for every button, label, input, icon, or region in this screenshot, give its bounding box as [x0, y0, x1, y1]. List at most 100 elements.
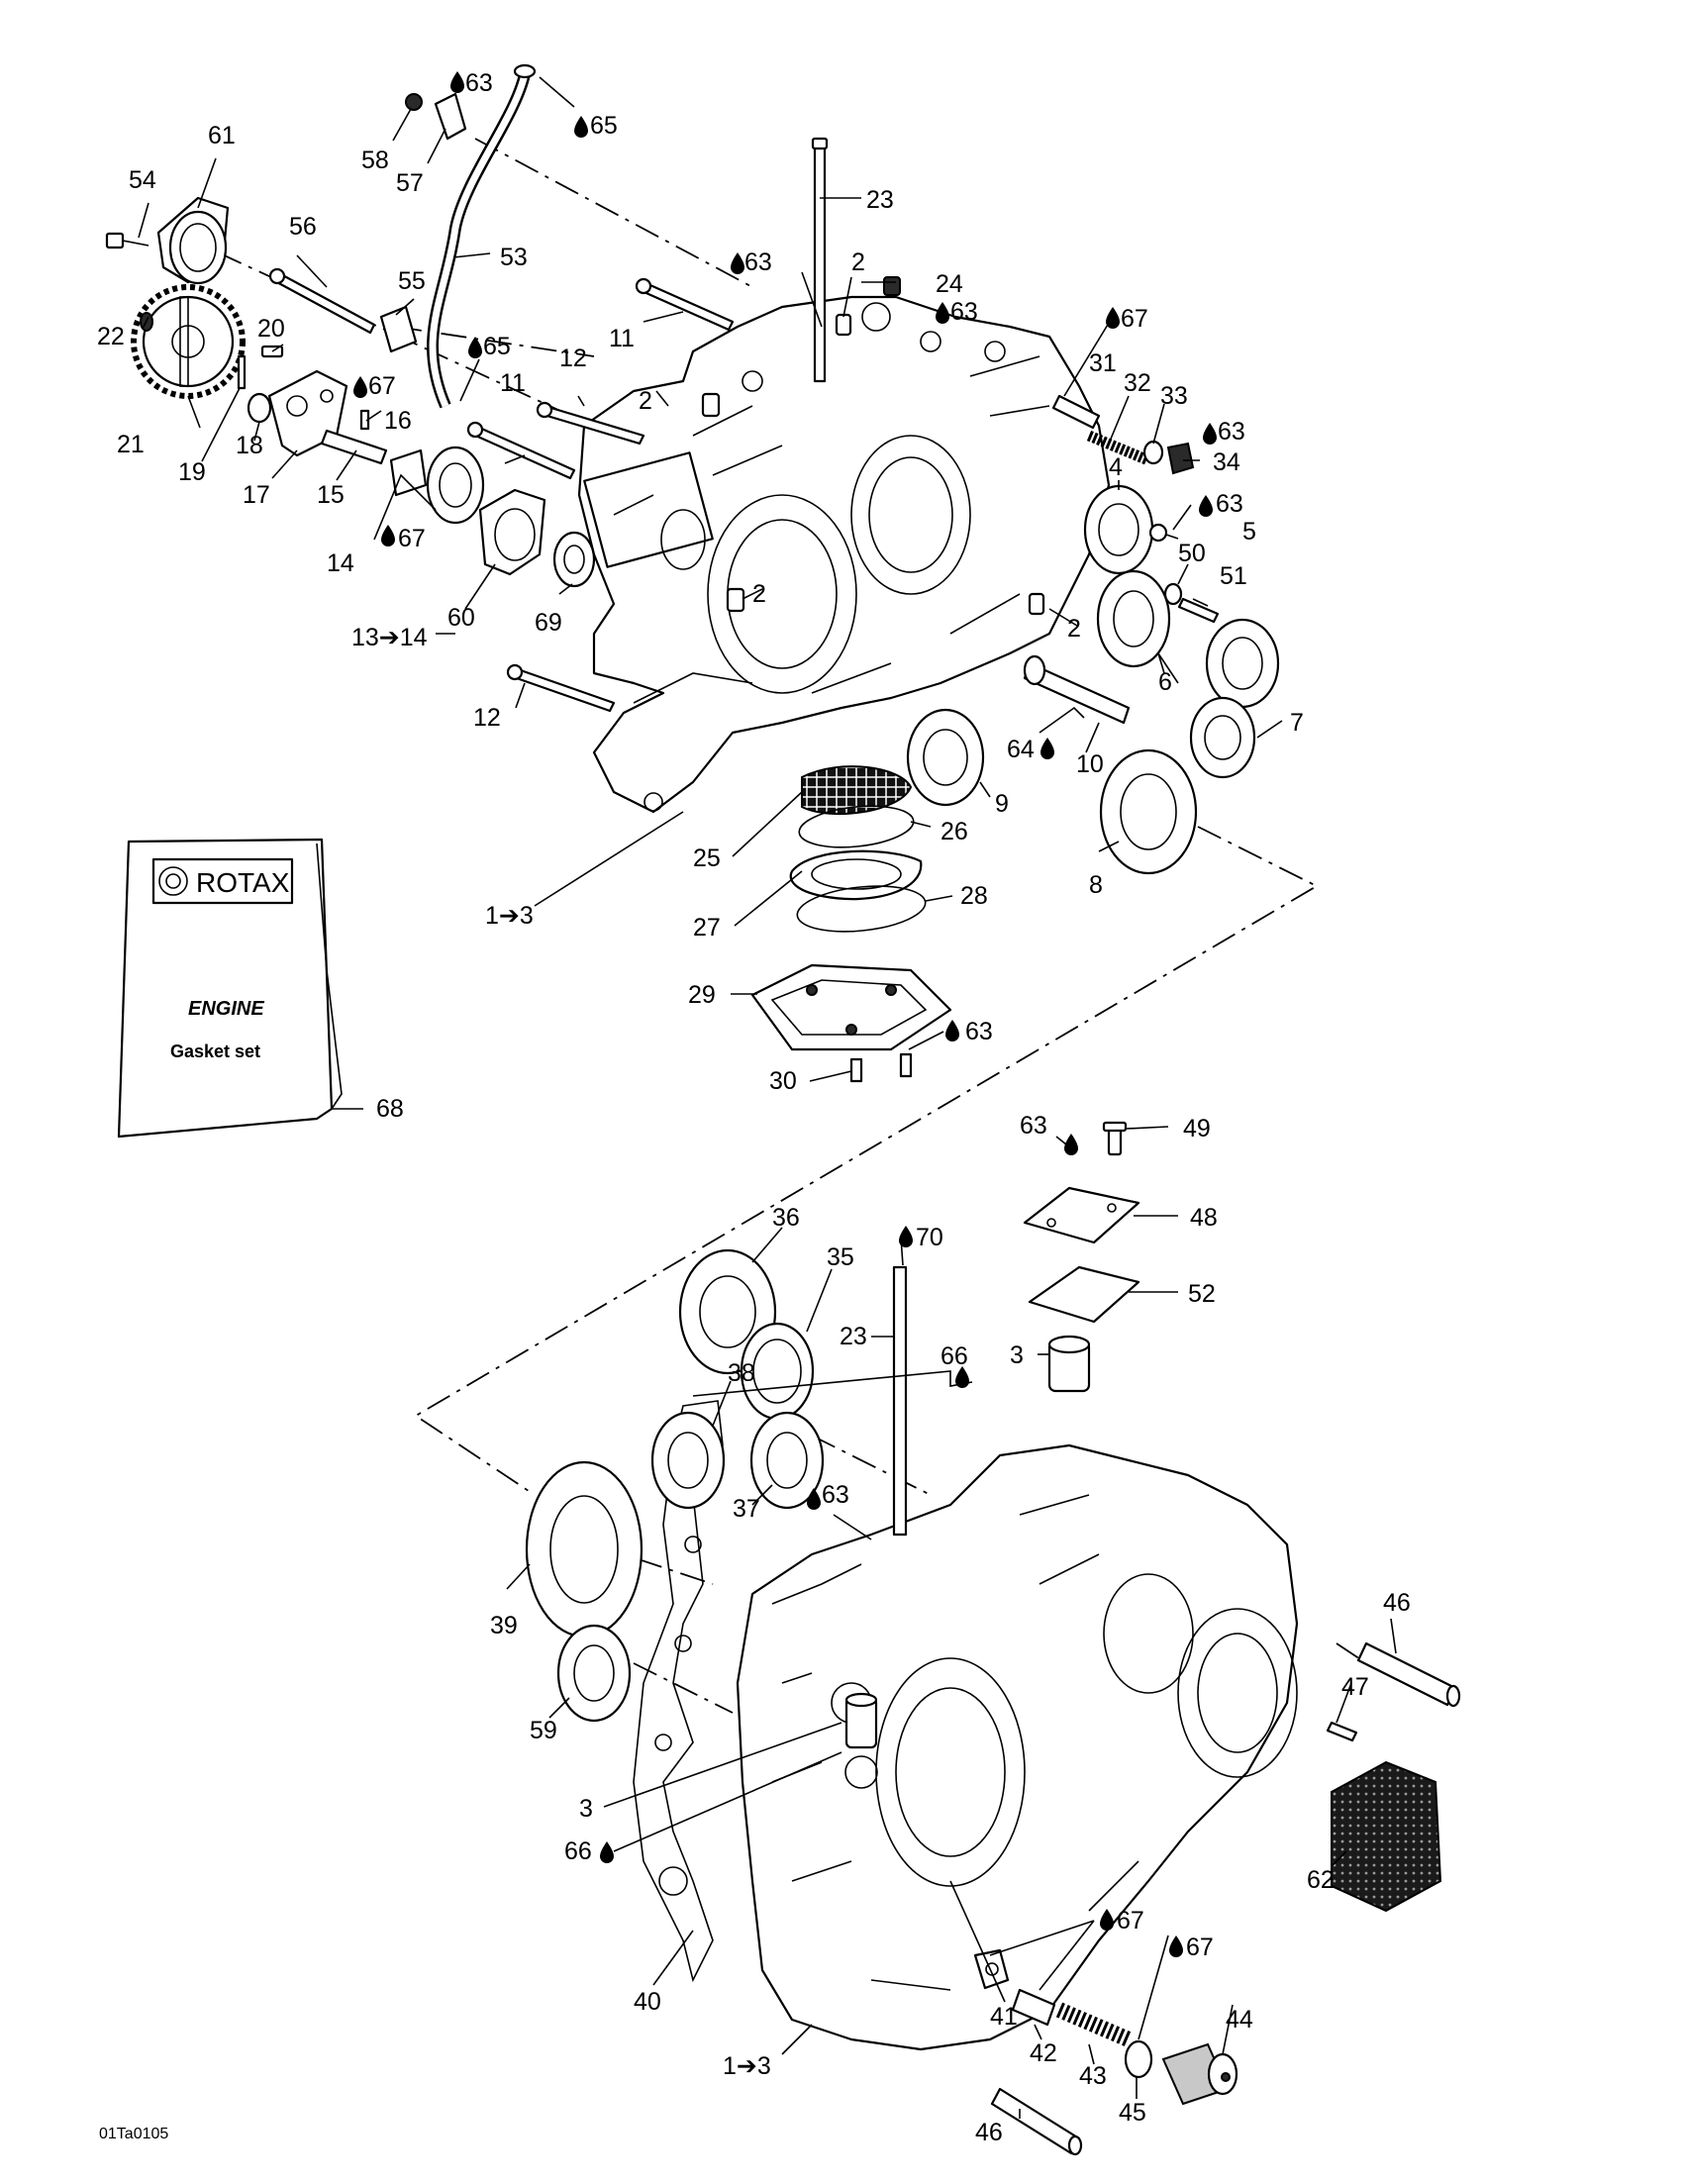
bearing-6b [1205, 618, 1280, 709]
callout-5: 5 [1242, 518, 1256, 546]
callout-30: 30 [769, 1067, 797, 1095]
callout-12: 12 [473, 704, 501, 732]
callout-23: 23 [840, 1323, 867, 1350]
oil-drop-icon [1199, 495, 1213, 517]
callout-63: 63 [965, 1018, 993, 1045]
shaft-10 [1023, 654, 1131, 725]
callout-63: 63 [744, 248, 772, 276]
callout-3: 3 [1010, 1341, 1024, 1369]
callout-29: 29 [688, 981, 716, 1009]
oil-drop-icon [1040, 738, 1054, 759]
callout-52: 52 [1188, 1280, 1216, 1308]
callout-10: 10 [1076, 750, 1104, 778]
callout-23: 23 [866, 186, 894, 214]
callout-45: 45 [1119, 2099, 1146, 2127]
dowels-2 [701, 313, 1045, 616]
pump-cover-60 [478, 488, 546, 576]
callout-15: 15 [317, 481, 345, 509]
bearing-39 [525, 1460, 644, 1638]
callout-65: 65 [590, 112, 618, 140]
callout-63: 63 [1216, 490, 1243, 518]
callout-63: 63 [1020, 1112, 1047, 1140]
bearing-37 [749, 1411, 825, 1510]
callout-34: 34 [1213, 448, 1240, 476]
bracket-55 [379, 305, 418, 353]
callout-4: 4 [1109, 453, 1123, 481]
callout-20: 20 [257, 315, 285, 343]
oil-drop-icon [731, 252, 744, 274]
oil-drop-icon [468, 337, 482, 358]
oil-tube-53 [427, 63, 537, 409]
callout-58: 58 [361, 147, 389, 174]
callout-25: 25 [693, 844, 721, 872]
oil-drop-icon [1203, 423, 1217, 445]
callout-42: 42 [1030, 2039, 1057, 2067]
booklet-brand: ROTAX [196, 867, 290, 898]
stud-23-lower [892, 1265, 908, 1537]
callout-53: 53 [500, 244, 528, 271]
oil-drop-icon [381, 525, 395, 546]
washer-18 [247, 392, 272, 424]
gasket-27 [789, 849, 923, 901]
spring-43 [1055, 2002, 1133, 2047]
callout-26: 26 [940, 818, 968, 845]
callout-39: 39 [490, 1612, 518, 1639]
oil-drop-icon [1100, 1909, 1114, 1931]
callout-27: 27 [693, 914, 721, 942]
oil-drop-icon [1106, 307, 1120, 329]
o-ring-26 [798, 805, 915, 848]
callout-12: 12 [559, 345, 587, 372]
gasket-set-booklet: ROTAX ENGINE Gasket set [117, 838, 343, 1139]
callout-21: 21 [117, 431, 145, 458]
clip-57 [434, 92, 467, 141]
callout-7: 7 [1290, 709, 1304, 737]
screw-5 [1148, 523, 1179, 543]
oil-drop-icon [955, 1366, 969, 1388]
callout-labels: 61 54 58 63 57 65 56 53 23 63 2 24 63 55… [97, 69, 1411, 2146]
oil-drop-icon [1169, 1936, 1183, 1957]
callout-1-3: 1➔3 [723, 2052, 771, 2080]
callout-65: 65 [483, 333, 511, 360]
callout-22: 22 [97, 323, 125, 350]
callout-67: 67 [368, 372, 396, 400]
oil-drop-icons [353, 71, 1217, 1957]
callout-28: 28 [960, 882, 988, 910]
bearing-6a [1096, 569, 1171, 668]
piston-42 [1011, 1988, 1056, 2027]
lower-crankcase-half [633, 1400, 1299, 2051]
bearing-4 [1083, 484, 1154, 575]
callout-37: 37 [733, 1495, 760, 1523]
callout-63: 63 [950, 298, 978, 326]
rotor-13 [426, 446, 485, 525]
bushing-3-lower [844, 1692, 878, 1749]
callout-38: 38 [728, 1359, 755, 1387]
bearing-7 [1189, 696, 1256, 779]
callout-31: 31 [1089, 349, 1117, 377]
leader-lines [138, 76, 1397, 2119]
bearing-8 [1099, 748, 1198, 875]
callout-57: 57 [396, 169, 424, 197]
callout-2: 2 [1067, 615, 1081, 643]
callout-46: 46 [975, 2119, 1003, 2146]
callout-63: 63 [1218, 418, 1245, 446]
callout-6: 6 [1158, 668, 1172, 696]
stud-23-upper [811, 137, 829, 383]
bolt-56 [268, 267, 376, 335]
callout-70: 70 [916, 1224, 943, 1251]
callout-50: 50 [1178, 540, 1206, 567]
callout-8: 8 [1089, 871, 1103, 899]
oil-drop-icon [936, 302, 949, 324]
callout-24: 24 [936, 270, 963, 298]
callout-36: 36 [772, 1204, 800, 1232]
callout-14: 14 [327, 549, 354, 577]
callout-60: 60 [447, 604, 475, 632]
callout-54: 54 [129, 166, 156, 194]
booklet-title: ENGINE [188, 998, 264, 1020]
bolt-49 [1102, 1121, 1128, 1156]
gear-21 [131, 284, 246, 399]
oil-drop-icon [807, 1488, 821, 1510]
callout-32: 32 [1124, 369, 1151, 397]
callout-41: 41 [990, 2003, 1018, 2031]
filter-62 [1331, 1760, 1442, 1913]
washer-33 [1142, 440, 1164, 465]
